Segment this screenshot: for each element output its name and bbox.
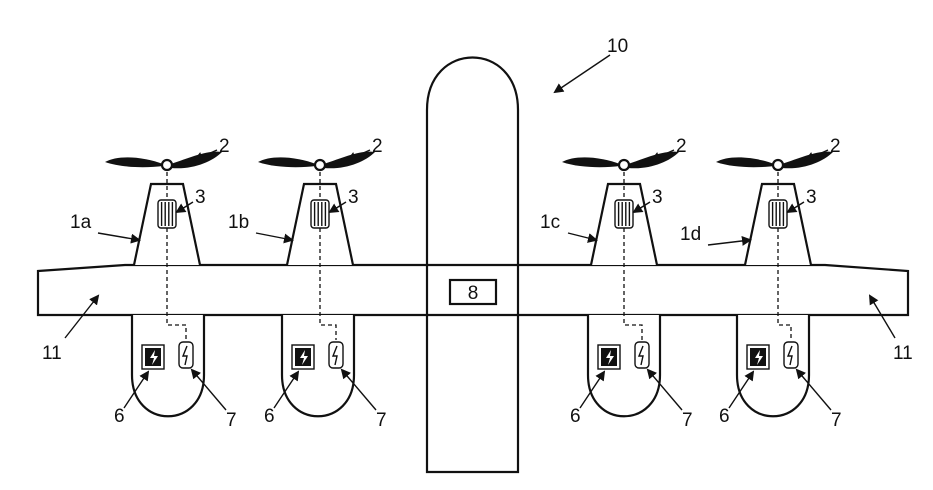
motor-label: 3 (806, 187, 817, 208)
generator-icon (635, 342, 649, 368)
propeller-hub (619, 160, 629, 170)
wing-label-right: 11 (893, 343, 913, 364)
unit-label: 1a (70, 212, 92, 233)
propeller-hub (162, 160, 172, 170)
generator-label: 7 (376, 410, 387, 431)
generator-label: 7 (226, 410, 237, 431)
battery-label: 6 (264, 406, 275, 427)
propeller-blade-left (562, 157, 620, 167)
generator-icon (784, 342, 798, 368)
unit-arrow (98, 233, 139, 240)
motor-label: 3 (652, 187, 663, 208)
motor-icon (769, 200, 787, 228)
propeller-label: 2 (830, 136, 841, 157)
propeller-label: 2 (219, 136, 230, 157)
unit-arrow (256, 233, 292, 240)
aircraft-arrow (555, 55, 610, 92)
generator-label: 7 (682, 410, 693, 431)
unit-arrow (568, 233, 596, 240)
propeller-hub (773, 160, 783, 170)
aircraft-label: 10 (607, 36, 628, 57)
battery-label: 6 (570, 406, 581, 427)
unit-arrow (708, 240, 750, 245)
propeller-blade-left (716, 157, 774, 167)
generator-icon (179, 342, 193, 368)
motor-label: 3 (195, 187, 206, 208)
wing-label-left: 11 (42, 343, 62, 364)
unit-label: 1c (540, 212, 560, 233)
controller-label: 8 (468, 283, 479, 304)
battery-label: 6 (114, 406, 125, 427)
propeller-blade-left (105, 157, 163, 167)
motor-icon (615, 200, 633, 228)
unit-label: 1d (680, 224, 701, 245)
propeller-hub (315, 160, 325, 170)
propeller-blade-left (258, 157, 316, 167)
battery-label: 6 (719, 406, 730, 427)
motor-icon (158, 200, 176, 228)
propeller-label: 2 (372, 136, 383, 157)
motor-icon (311, 200, 329, 228)
motor-label: 3 (348, 187, 359, 208)
propeller-label: 2 (676, 136, 687, 157)
generator-label: 7 (831, 410, 842, 431)
generator-icon (329, 342, 343, 368)
unit-label: 1b (228, 212, 249, 233)
